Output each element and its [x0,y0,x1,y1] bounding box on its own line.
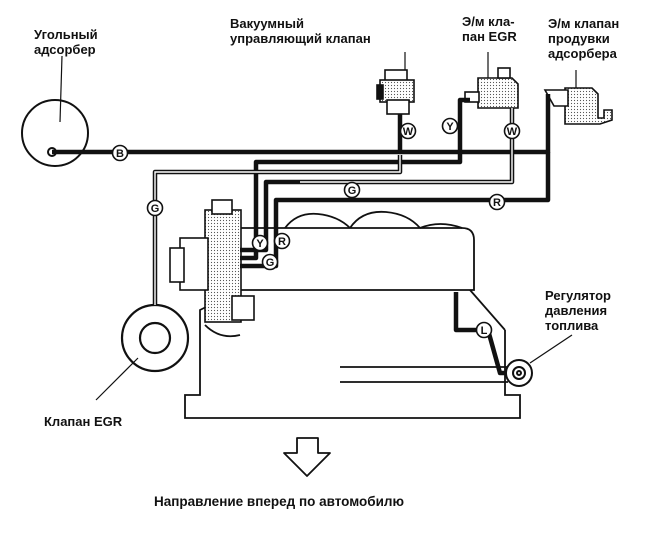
hose-code-b-label: B [116,148,124,160]
fuel-pressure-regulator-label: Регулятор давления топлива [545,288,611,333]
egr-valve-label: Клапан EGR [44,414,123,429]
egr-solenoid [464,67,519,109]
hose-code-b-1: B [111,144,129,162]
egr-valve [120,303,190,373]
egr-solenoid-label: Э/м кла- пан EGR [462,14,517,44]
hose-code-l-label: L [481,325,488,337]
purge-solenoid-label: Э/м клапан продувки адсорбера [548,16,620,61]
hose-code-y-label: Y [446,121,454,133]
hose-code-y-label: Y [256,238,264,250]
hose-code-g-2: G [343,181,361,199]
direction-arrow [283,437,331,477]
hose-code-markers: B G W Y W G R Y R G L [111,117,521,339]
vacuum-control-valve [376,69,415,115]
hose-code-y-2: Y [251,234,269,252]
hose-code-w-label: W [403,126,414,138]
hose-code-l-1: L [475,321,493,339]
hose-code-w-2: W [503,122,521,140]
direction-caption: Направление вперед по автомобилю [154,494,405,509]
hose-y [290,97,470,165]
vacuum-control-valve-label: Вакуумный управляющий клапан [230,16,371,46]
hose-code-r-label: R [493,197,501,209]
hose-r [290,152,551,203]
hose-code-g-label: G [151,203,160,215]
hose-code-g-3: G [261,253,279,271]
throttle-body [169,199,255,323]
leader-lines [59,52,577,401]
hose-code-g-1: G [146,199,164,217]
charcoal-canister [21,99,89,167]
hose-code-w-1: W [399,122,417,140]
hose-code-y-1: Y [441,117,459,135]
purge-solenoid [543,87,613,125]
hose-code-g-label: G [266,257,275,269]
hose-code-r-2: R [273,232,291,250]
hose-code-g-label: G [348,185,357,197]
charcoal-canister-label: Угольный адсорбер [34,27,98,57]
hose-code-r-label: R [278,236,286,248]
hose-code-r-1: R [488,193,506,211]
hose-code-w-label: W [507,126,518,138]
fuel-pressure-regulator [505,359,533,387]
